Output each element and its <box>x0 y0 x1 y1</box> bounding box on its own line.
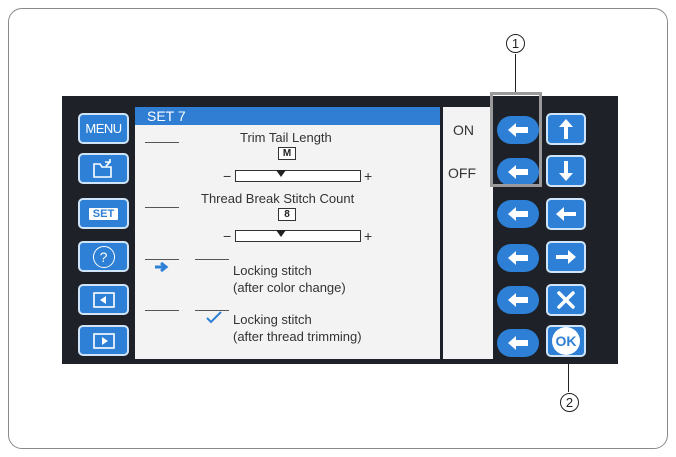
close-icon <box>557 291 575 309</box>
ok-button[interactable]: OK <box>546 325 586 357</box>
left-arrow-icon <box>508 293 528 307</box>
thread-break-plus[interactable]: + <box>364 228 373 244</box>
callout-2: 2 <box>560 393 579 412</box>
left-arrow-icon <box>556 207 576 221</box>
on-select-button[interactable] <box>497 116 539 144</box>
locking-stitch-trim-label: Locking stitch <box>233 312 312 327</box>
help-icon: ? <box>92 245 115 268</box>
prev-page-button[interactable] <box>78 284 129 315</box>
trim-tail-pointer <box>276 170 286 177</box>
down-button[interactable] <box>546 155 586 187</box>
trim-tail-minus[interactable]: − <box>223 168 232 184</box>
left-arrow-icon <box>508 123 528 137</box>
callout-1-leader <box>515 54 517 94</box>
set-button[interactable]: SET <box>78 198 129 229</box>
settings-screen: SET 7 Trim Tail Length M − + Thread Brea… <box>135 107 440 359</box>
checkbox-line[interactable] <box>195 259 229 260</box>
setting-marker <box>145 207 179 208</box>
left-arrow-icon <box>508 336 528 350</box>
thread-break-value: 8 <box>278 208 296 221</box>
ok-icon: OK <box>552 327 580 355</box>
onoff-column: ON OFF <box>443 107 493 359</box>
menu-button[interactable]: MENU <box>78 113 129 144</box>
onoff-highlight-box <box>490 92 542 187</box>
row-select-button[interactable] <box>497 244 539 272</box>
left-arrow-icon <box>508 251 528 265</box>
up-button[interactable] <box>546 113 586 145</box>
locking-stitch-color-sub: (after color change) <box>233 280 346 295</box>
right-arrow-icon <box>556 250 576 264</box>
close-button[interactable] <box>546 284 586 316</box>
left-button[interactable] <box>546 198 586 230</box>
off-select-button[interactable] <box>497 158 539 186</box>
thread-break-pointer <box>276 230 286 237</box>
right-button[interactable] <box>546 241 586 273</box>
callout-1: 1 <box>506 34 525 53</box>
left-arrow-icon <box>508 207 528 221</box>
menu-label: MENU <box>85 121 122 136</box>
locking-stitch-trim-sub: (after thread trimming) <box>233 329 362 344</box>
open-folder-icon <box>92 158 112 178</box>
locking-stitch-color-label: Locking stitch <box>233 263 312 278</box>
callout-2-leader <box>568 354 570 392</box>
checkmark-icon <box>206 311 222 324</box>
up-arrow-icon <box>559 119 573 139</box>
selected-arrow-icon <box>155 262 169 272</box>
set-icon: SET <box>88 207 119 220</box>
checkbox-line[interactable] <box>195 310 229 311</box>
setting-marker <box>145 310 179 311</box>
help-button[interactable]: ? <box>78 241 129 272</box>
down-arrow-icon <box>559 161 573 181</box>
next-page-button[interactable] <box>78 325 129 356</box>
screen-title: SET 7 <box>135 107 440 125</box>
next-page-icon <box>92 332 115 349</box>
left-arrow-icon <box>508 165 528 179</box>
off-label: OFF <box>448 165 476 181</box>
setting-marker <box>145 259 179 260</box>
trim-tail-plus[interactable]: + <box>364 168 373 184</box>
row-select-button[interactable] <box>497 200 539 228</box>
on-label: ON <box>453 122 474 138</box>
open-folder-button[interactable] <box>78 153 129 184</box>
trim-tail-label: Trim Tail Length <box>240 130 332 145</box>
row-select-button[interactable] <box>497 286 539 314</box>
trim-tail-value: M <box>278 147 296 160</box>
row-select-button[interactable] <box>497 329 539 357</box>
setting-marker <box>145 142 179 143</box>
thread-break-slider[interactable] <box>235 230 361 242</box>
prev-page-icon <box>92 291 115 308</box>
trim-tail-slider[interactable] <box>235 170 361 182</box>
thread-break-minus[interactable]: − <box>223 228 232 244</box>
thread-break-label: Thread Break Stitch Count <box>201 191 355 206</box>
